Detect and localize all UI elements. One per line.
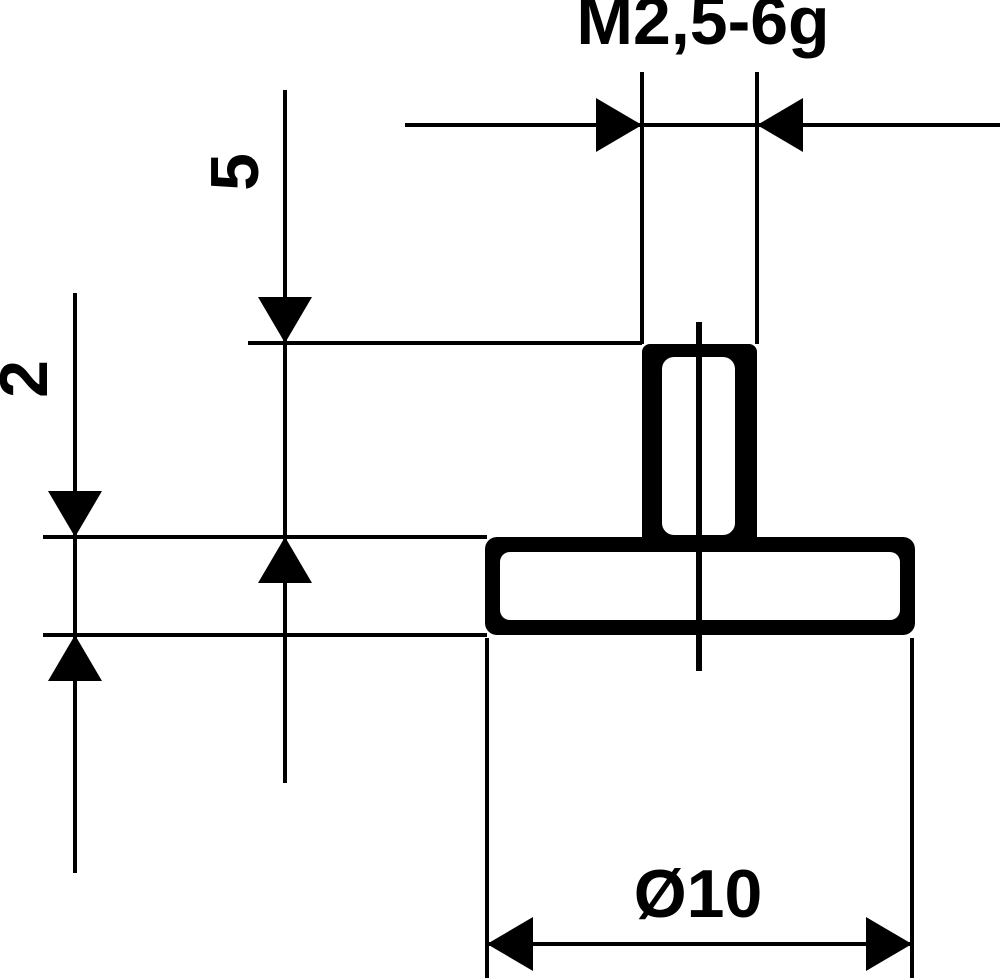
extension-line-stud-top xyxy=(248,341,642,345)
arrowhead-diameter-left xyxy=(487,917,533,971)
dimension-line-collar xyxy=(73,293,77,873)
extension-line-thread-right xyxy=(755,72,759,344)
collar-thickness-label: 2 xyxy=(0,360,62,398)
center-line xyxy=(696,322,702,671)
arrowhead-thread-left xyxy=(596,98,642,152)
extension-line-diameter-left xyxy=(485,638,489,978)
stud-length-label: 5 xyxy=(197,153,273,191)
thread-label: M2,5-6g xyxy=(576,0,830,59)
arrowhead-collar-top xyxy=(48,491,102,537)
arrowhead-stud-bottom xyxy=(258,537,312,583)
arrowhead-diameter-right xyxy=(866,917,912,971)
extension-line-diameter-right xyxy=(910,638,914,978)
arrowhead-stud-top xyxy=(258,297,312,343)
arrowhead-thread-right xyxy=(757,98,803,152)
dimension-line-diameter xyxy=(487,942,912,946)
dimension-line-thread xyxy=(405,123,1000,127)
diameter-label: Ø10 xyxy=(633,856,763,932)
extension-line-thread-left xyxy=(640,72,644,344)
extension-line-collar-bottom xyxy=(43,633,487,637)
arrowhead-collar-bottom xyxy=(48,635,102,681)
dimension-line-stud-length xyxy=(283,90,287,783)
extension-line-collar-top xyxy=(43,535,487,539)
